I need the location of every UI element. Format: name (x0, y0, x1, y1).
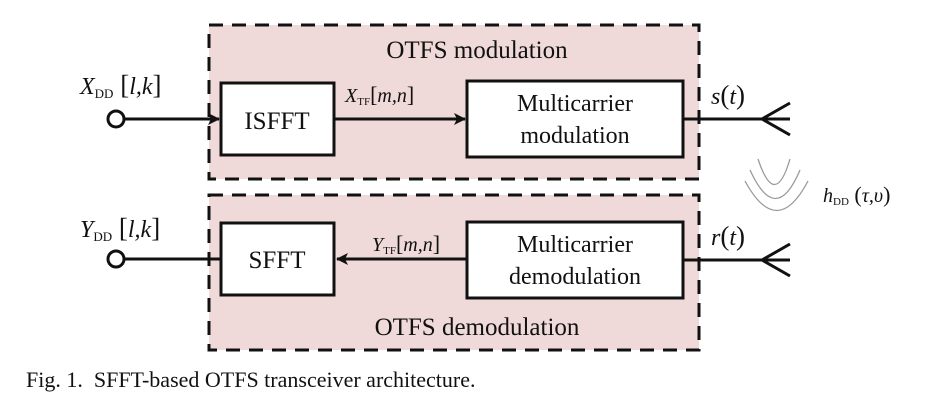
sfft-label: SFFT (249, 247, 306, 274)
rx-output-terminal[interactable] (106, 249, 126, 269)
otfs-modulation-label: OTFS modulation (386, 37, 568, 64)
x-dd-label: XDD [l,k] (79, 70, 162, 101)
otfs-modulation-group: OTFS modulation ISFFT Multicarrier modul… (207, 23, 701, 181)
otfs-demodulation-group: OTFS demodulation SFFT Multicarrier demo… (207, 193, 701, 352)
multicarrier-demodulation-block[interactable] (465, 220, 685, 300)
figure-caption: Fig. 1. SFFT-based OTFS transceiver arch… (26, 367, 476, 392)
multicarrier-modulation-line2: modulation (520, 123, 629, 149)
x-tf-label: XTF[m,n] (344, 82, 414, 108)
s-t-label: s(t) (711, 80, 745, 110)
y-dd-label: YDD [l,k] (80, 213, 160, 244)
r-t-label: r(t) (711, 221, 745, 251)
multicarrier-modulation-line1: Multicarrier (517, 91, 633, 117)
tx-input-terminal[interactable] (106, 109, 126, 129)
multicarrier-demodulation-line1: Multicarrier (517, 232, 633, 258)
tx-antenna-icon (758, 101, 791, 137)
y-tf-label: YTF[m,n] (372, 231, 440, 257)
otfs-demodulation-label: OTFS demodulation (375, 314, 580, 341)
isfft-label: ISFFT (244, 108, 309, 135)
h-dd-label: hDD (τ,υ) (823, 182, 890, 208)
isfft-block[interactable] (219, 81, 336, 157)
multicarrier-modulation-block[interactable] (465, 79, 685, 159)
sfft-block[interactable] (219, 221, 336, 297)
multicarrier-demodulation-line2: demodulation (509, 264, 641, 290)
channel-wave-icon (744, 158, 809, 211)
rx-antenna-icon (758, 242, 791, 278)
